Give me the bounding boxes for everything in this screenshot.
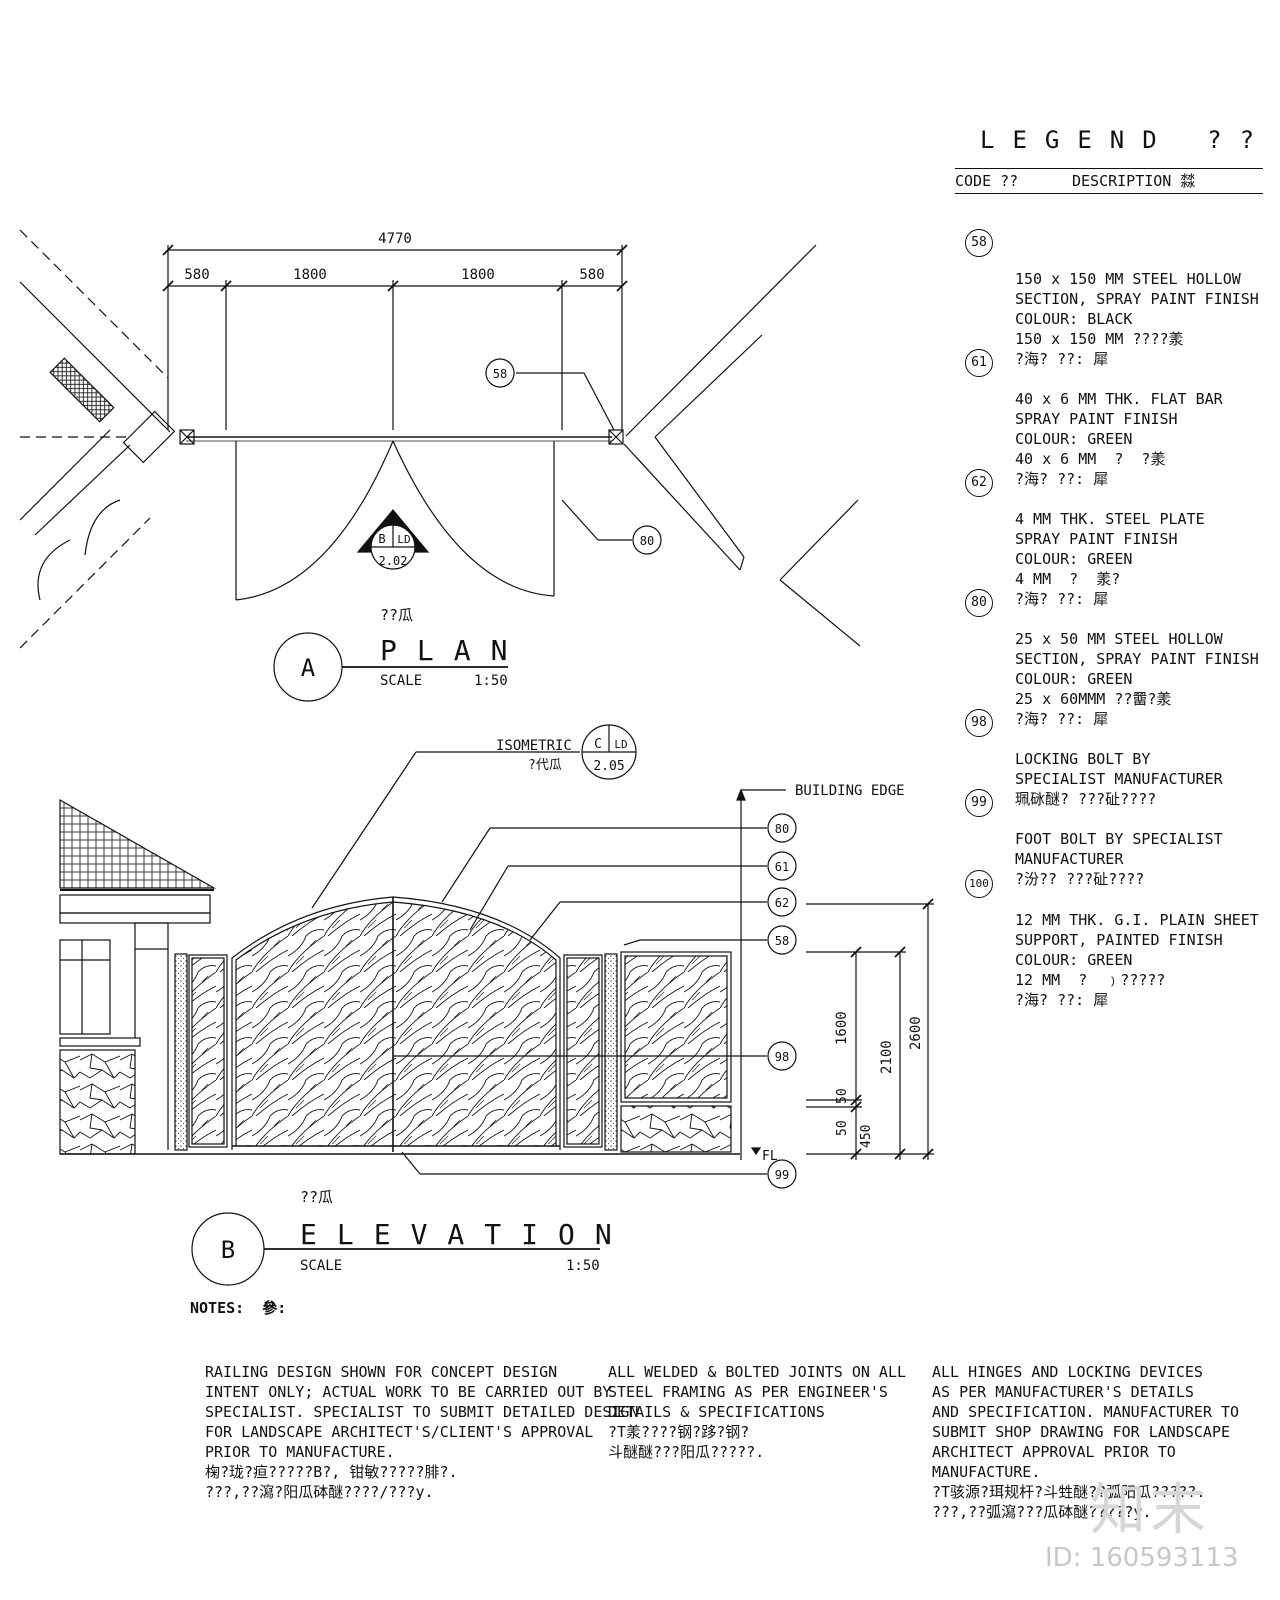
plan-marker-letter: A — [301, 654, 316, 682]
legend-header: CODE ?? DESCRIPTION 㵘 — [955, 168, 1263, 194]
legend-code-badge: 61 — [965, 349, 993, 377]
elev-dim-450: 450 — [859, 1125, 874, 1148]
side-panel-right — [566, 957, 600, 1145]
notes-label: NOTES: 參: — [190, 1299, 287, 1317]
elev-tag-80: 80 — [775, 822, 789, 836]
elev-tag-62: 62 — [775, 896, 789, 910]
stone-base-right — [620, 1105, 732, 1153]
plan-tag-58: 58 — [493, 367, 507, 381]
dim-label-4: 580 — [579, 267, 604, 283]
dim-label-1: 580 — [184, 267, 209, 283]
isometric-ref-letter: C — [594, 737, 602, 752]
elev-tag-61: 61 — [775, 860, 789, 874]
legend-code-badge: 80 — [965, 589, 993, 617]
elev-dim-50b: 50 — [835, 1120, 850, 1136]
elevation-marker-letter: B — [221, 1236, 235, 1264]
elev-tag-58: 58 — [775, 934, 789, 948]
elevation-drawing — [59, 724, 934, 1286]
legend-code-badge: 58 — [965, 229, 993, 257]
house-window — [59, 939, 111, 1035]
isometric-ref-number: 2.05 — [593, 759, 624, 774]
elev-dim-2600: 2600 — [908, 1016, 924, 1050]
plan-tag-80: 80 — [640, 534, 654, 548]
stone-base-left — [59, 1049, 136, 1155]
dim-label-3: 1800 — [461, 267, 495, 283]
dim-label-2: 1800 — [293, 267, 327, 283]
section-ref-number: 2.02 — [379, 554, 408, 568]
watermark-id: ID: 160593113 — [1045, 1543, 1239, 1573]
elev-tag-98: 98 — [775, 1050, 789, 1064]
elev-tag-99: 99 — [775, 1168, 789, 1182]
elev-dim-50a: 50 — [835, 1088, 850, 1104]
side-panel-left — [191, 957, 225, 1145]
leaf-swing-right — [392, 440, 555, 597]
gate-infill — [235, 901, 557, 1146]
dim-total-label: 4770 — [378, 231, 412, 247]
column-left — [122, 410, 176, 464]
elevation-title: ELEVATION — [300, 1218, 632, 1251]
elev-dim-2100: 2100 — [879, 1040, 895, 1074]
fence-panel-right — [624, 955, 728, 1099]
legend-description-header: DESCRIPTION 㵘 — [1072, 172, 1196, 190]
section-ref-sheet: LD — [397, 533, 410, 546]
plan-title: PLAN — [380, 634, 527, 667]
elev-dim-1600: 1600 — [834, 1011, 850, 1045]
post-right — [608, 429, 624, 445]
post-left — [179, 429, 195, 445]
leaf-swing-left — [235, 440, 394, 601]
section-ref-letter: B — [378, 532, 385, 546]
building-edge-label: BUILDING EDGE — [795, 783, 905, 799]
isometric-label-cn: ?代瓜 — [528, 758, 562, 773]
legend-title: LEGEND ?? — [980, 126, 1273, 154]
legend-code-header: CODE ?? — [955, 172, 1019, 190]
elevation-scale-label: SCALE — [300, 1258, 342, 1274]
plan-drawing — [19, 229, 861, 702]
legend-code-badge: 62 — [965, 469, 993, 497]
plan-scale-label: SCALE — [380, 673, 422, 689]
isometric-label: ISOMETRIC — [496, 738, 572, 754]
isometric-ref-sheet: LD — [614, 738, 627, 751]
legend-code-badge: 100 — [965, 870, 993, 898]
elevation-scale-value: 1:50 — [566, 1258, 600, 1274]
elevation-label-cn: ??瓜 — [300, 1188, 333, 1206]
plan-scale-value: 1:50 — [474, 673, 508, 689]
watermark-logo: 知末 — [1090, 1478, 1210, 1543]
legend-code-badge: 99 — [965, 789, 993, 817]
legend-code-badge: 98 — [965, 709, 993, 737]
fl-label: FL — [762, 1149, 778, 1164]
plan-label-cn: ??瓜 — [380, 606, 413, 624]
house-roof — [59, 798, 217, 889]
